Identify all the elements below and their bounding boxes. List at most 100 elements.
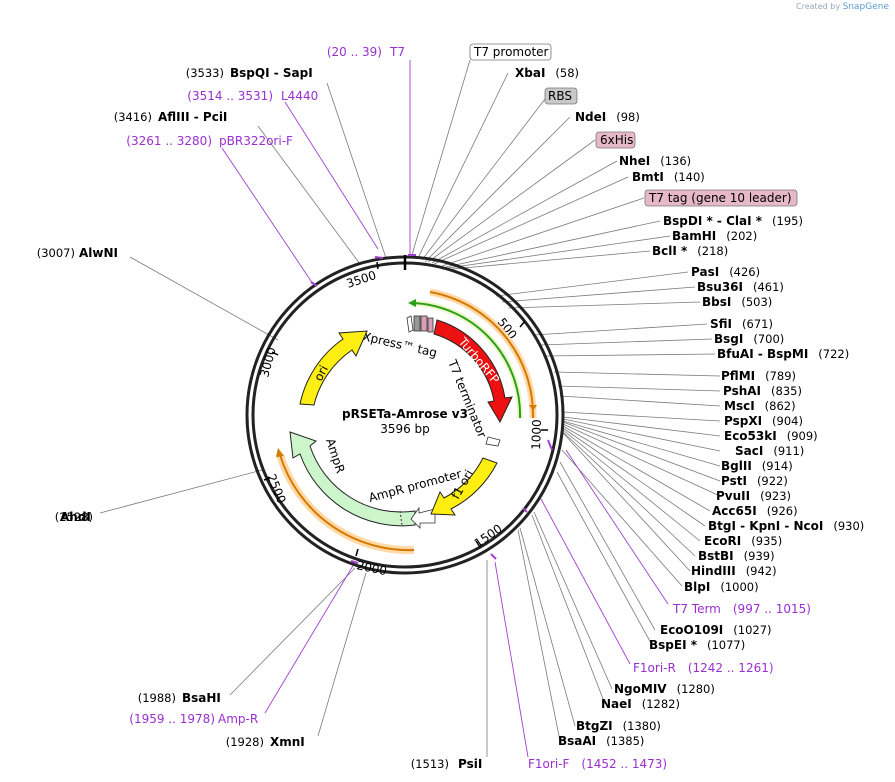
enzyme-name-right: NaeI xyxy=(601,697,632,711)
enzyme-name-right: NgoMIV xyxy=(614,682,667,696)
plasmid-name: pRSETa-Amrose v3 xyxy=(342,407,468,421)
enzyme-name-right: BmtI xyxy=(632,170,664,184)
enzyme-pos-right: (1380) xyxy=(623,719,661,733)
enzyme-pos-right: (218) xyxy=(697,244,728,258)
enzyme-pos-left: (2528) xyxy=(55,510,93,524)
enzyme-pos-right: (835) xyxy=(771,384,802,398)
enzyme-pos-right: (789) xyxy=(765,369,796,383)
enzyme-name-right: Eco53kI xyxy=(724,429,777,443)
primer-labels: (20 .. 39)T7(3514 .. 3531)L4440(3261 .. … xyxy=(126,45,811,771)
amp-orange-arc-head xyxy=(276,448,284,457)
enzyme-pos-right: (700) xyxy=(753,332,784,346)
enzyme-pos-right: (195) xyxy=(772,214,803,228)
enzyme-name-right: BamHI xyxy=(672,229,716,243)
enzyme-name-right: Bsu36I xyxy=(697,280,743,294)
plasmid-size: 3596 bp xyxy=(380,422,430,436)
rbs-label: RBS xyxy=(548,89,572,103)
enzyme-pos-right: (914) xyxy=(762,459,793,473)
ori-arrow[interactable] xyxy=(299,330,368,406)
primer-range-left: (20 .. 39) xyxy=(327,45,382,59)
enzyme-name-right: PstI xyxy=(721,474,747,488)
enzyme-pos-right: (930) xyxy=(833,519,864,533)
t7tag-label: T7 tag (gene 10 leader) xyxy=(648,191,792,205)
enzyme-name-right: BlpI xyxy=(684,580,710,594)
enzyme-name-left: AlwNI xyxy=(79,246,118,260)
enzyme-name-right: BtgI - KpnI - NcoI xyxy=(708,519,823,533)
primer-range-left: (1959 .. 1978) xyxy=(129,712,215,726)
enzyme-name-right: Acc65I xyxy=(712,504,757,518)
rbs-feature xyxy=(413,315,421,332)
enzyme-name-right: BglII xyxy=(721,459,752,473)
amp-orange-arc xyxy=(279,454,415,552)
enzyme-pos-right: (1000) xyxy=(720,580,758,594)
enzyme-pos-left: (1928) xyxy=(226,735,264,749)
enzyme-name-right: SacI xyxy=(735,444,763,458)
enzyme-name-right: BsaAI xyxy=(558,734,596,748)
enzyme-name-right: HindIII xyxy=(691,564,736,578)
primer-leader-lines xyxy=(221,60,669,758)
enzyme-pos-left: (3007) xyxy=(37,246,75,260)
primer-name-right: F1ori-R xyxy=(633,661,676,675)
enzyme-name-right: MscI xyxy=(724,399,755,413)
enzyme-pos-right: (922) xyxy=(757,474,788,488)
t7tag-feature xyxy=(427,317,434,333)
enzyme-name-right: NdeI xyxy=(575,110,606,124)
leader-lines xyxy=(99,59,721,757)
enzyme-pos-right: (904) xyxy=(772,414,803,428)
f1-ori-arrow[interactable] xyxy=(430,457,498,516)
his-label: 6xHis xyxy=(600,133,633,147)
t7-promoter-feature xyxy=(406,315,414,333)
primer-range-right: (1242 .. 1261) xyxy=(688,661,774,675)
enzyme-name-right: EcoO109I xyxy=(660,623,723,637)
enzyme-name-right: PshAI xyxy=(723,384,761,398)
enzyme-pos-right: (862) xyxy=(765,399,796,413)
tick-1500: 1500 xyxy=(472,521,505,550)
enzyme-pos-left: (3416) xyxy=(114,110,152,124)
enzyme-pos-right: (1282) xyxy=(642,697,680,711)
enzyme-name-right: PasI xyxy=(691,265,719,279)
primer-marks xyxy=(310,254,553,564)
enzyme-pos-right: (923) xyxy=(760,489,791,503)
ampr-arrow[interactable] xyxy=(289,431,416,527)
credit-prefix: Created by xyxy=(796,2,841,11)
enzyme-pos-right: (911) xyxy=(773,444,804,458)
enzyme-name-left: BsaHI xyxy=(182,691,221,705)
enzyme-pos-right: (202) xyxy=(726,229,757,243)
his-feature xyxy=(420,315,428,332)
turborfp-arrow[interactable] xyxy=(433,319,513,424)
green-arc xyxy=(412,302,522,419)
enzyme-name-left: AflIII - PciI xyxy=(158,110,227,124)
primer-range-left: (3514 .. 3531) xyxy=(187,89,273,103)
tick-3500: 3500 xyxy=(345,268,378,291)
enzyme-pos-left: (3533) xyxy=(186,66,224,80)
enzyme-pos-right: (1280) xyxy=(677,682,715,696)
t7tag-box xyxy=(644,189,798,207)
enzyme-name-right: BtgZI xyxy=(576,719,613,733)
enzyme-name-right: BclI * xyxy=(652,244,688,258)
his-box xyxy=(595,131,636,149)
snapgene-credit: Created by SnapGene xyxy=(796,2,889,12)
tick-marks xyxy=(263,261,548,557)
enzyme-name-left: BspQI - SapI xyxy=(230,66,313,80)
rbs-box xyxy=(544,87,578,105)
enzyme-pos-right: (58) xyxy=(555,66,579,80)
enzyme-name-right: BspDI * - ClaI * xyxy=(663,214,763,228)
primer-name-left: Amp-R xyxy=(218,712,258,726)
enzyme-pos-right: (140) xyxy=(674,170,705,184)
enzyme-pos-left: (1988) xyxy=(138,691,176,705)
enzyme-pos-right: (1385) xyxy=(606,734,644,748)
enzyme-pos-right: (942) xyxy=(746,564,777,578)
primer-range-left: (3261 .. 3280) xyxy=(126,134,212,148)
boxed-feature-labels: T7 promoter RBS 6xHis T7 tag (gene 10 le… xyxy=(469,43,798,207)
enzyme-name-right: PspXI xyxy=(724,414,762,428)
t7-terminator-arrow xyxy=(485,436,501,447)
enzyme-pos-right: (426) xyxy=(729,265,760,279)
enzyme-name-right: BfuAI - BspMI xyxy=(717,347,808,361)
enzyme-pos-right: (1077) xyxy=(707,638,745,652)
enzyme-pos-right: (503) xyxy=(741,295,772,309)
enzyme-name-right: NheI xyxy=(619,154,650,168)
primer-name-left: pBR322ori-F xyxy=(219,134,293,148)
enzyme-pos-right: (1027) xyxy=(733,623,771,637)
primer-name-right: T7 Term xyxy=(672,602,721,616)
